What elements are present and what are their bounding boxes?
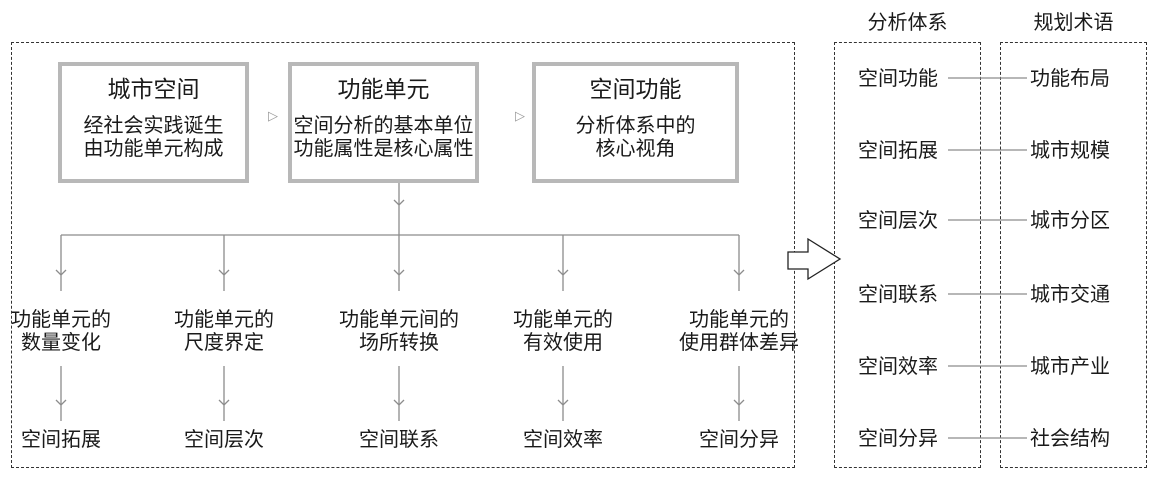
analysis-system-header: 分析体系 <box>867 10 948 34</box>
planning-term: 功能布局 <box>1030 66 1110 90</box>
big-right-arrow-icon <box>787 237 842 281</box>
analysis-term: 空间层次 <box>858 208 938 232</box>
flow-box-urban-space: 城市空间 经社会实践诞生 由功能单元构成 <box>58 62 249 183</box>
result-spatial-expansion: 空间拓展 <box>21 427 101 451</box>
result-spatial-differentiation: 空间分异 <box>699 427 779 451</box>
flow-box-title: 功能单元 <box>337 77 430 103</box>
analysis-term: 空间拓展 <box>858 138 938 162</box>
branch-node-effective-use: 功能单元的 有效使用 <box>513 307 613 354</box>
planning-term: 城市交通 <box>1030 282 1110 306</box>
flow-box-desc: 分析体系中的 核心视角 <box>575 113 696 160</box>
flow-box-title: 空间功能 <box>589 77 682 103</box>
analysis-term: 空间联系 <box>858 282 938 306</box>
branch-connectors <box>55 235 745 421</box>
flow-box-title: 城市空间 <box>107 77 200 103</box>
flow-box-functional-unit: 功能单元 空间分析的基本单位 功能属性是核心属性 <box>288 62 479 183</box>
flow-box-desc: 空间分析的基本单位 功能属性是核心属性 <box>293 113 474 160</box>
analysis-term: 空间功能 <box>858 66 938 90</box>
result-spatial-linkage: 空间联系 <box>359 427 439 451</box>
planning-terms-header: 规划术语 <box>1033 10 1114 34</box>
flow-arrow-icon: ▷ <box>515 109 525 124</box>
trunk-arrowhead <box>393 199 405 206</box>
branch-node-place-transfer: 功能单元间的 场所转换 <box>339 307 459 354</box>
result-spatial-efficiency: 空间效率 <box>523 427 603 451</box>
planning-term: 城市规模 <box>1030 138 1110 162</box>
planning-term: 城市产业 <box>1030 354 1110 378</box>
analysis-term: 空间分异 <box>858 426 938 450</box>
analysis-term: 空间效率 <box>858 354 938 378</box>
mapping-connectors <box>948 77 1027 439</box>
planning-term: 城市分区 <box>1030 208 1110 232</box>
flow-arrow-icon: ▷ <box>268 109 278 124</box>
planning-term: 社会结构 <box>1030 426 1110 450</box>
branch-node-quantity: 功能单元的 数量变化 <box>11 307 111 354</box>
branch-node-user-group: 功能单元的 使用群体差异 <box>679 307 799 354</box>
flow-box-desc: 经社会实践诞生 由功能单元构成 <box>83 113 224 160</box>
planning-terms-frame <box>1000 42 1147 468</box>
branch-node-scale: 功能单元的 尺度界定 <box>174 307 274 354</box>
result-spatial-hierarchy: 空间层次 <box>184 427 264 451</box>
flow-box-spatial-function: 空间功能 分析体系中的 核心视角 <box>532 62 739 183</box>
